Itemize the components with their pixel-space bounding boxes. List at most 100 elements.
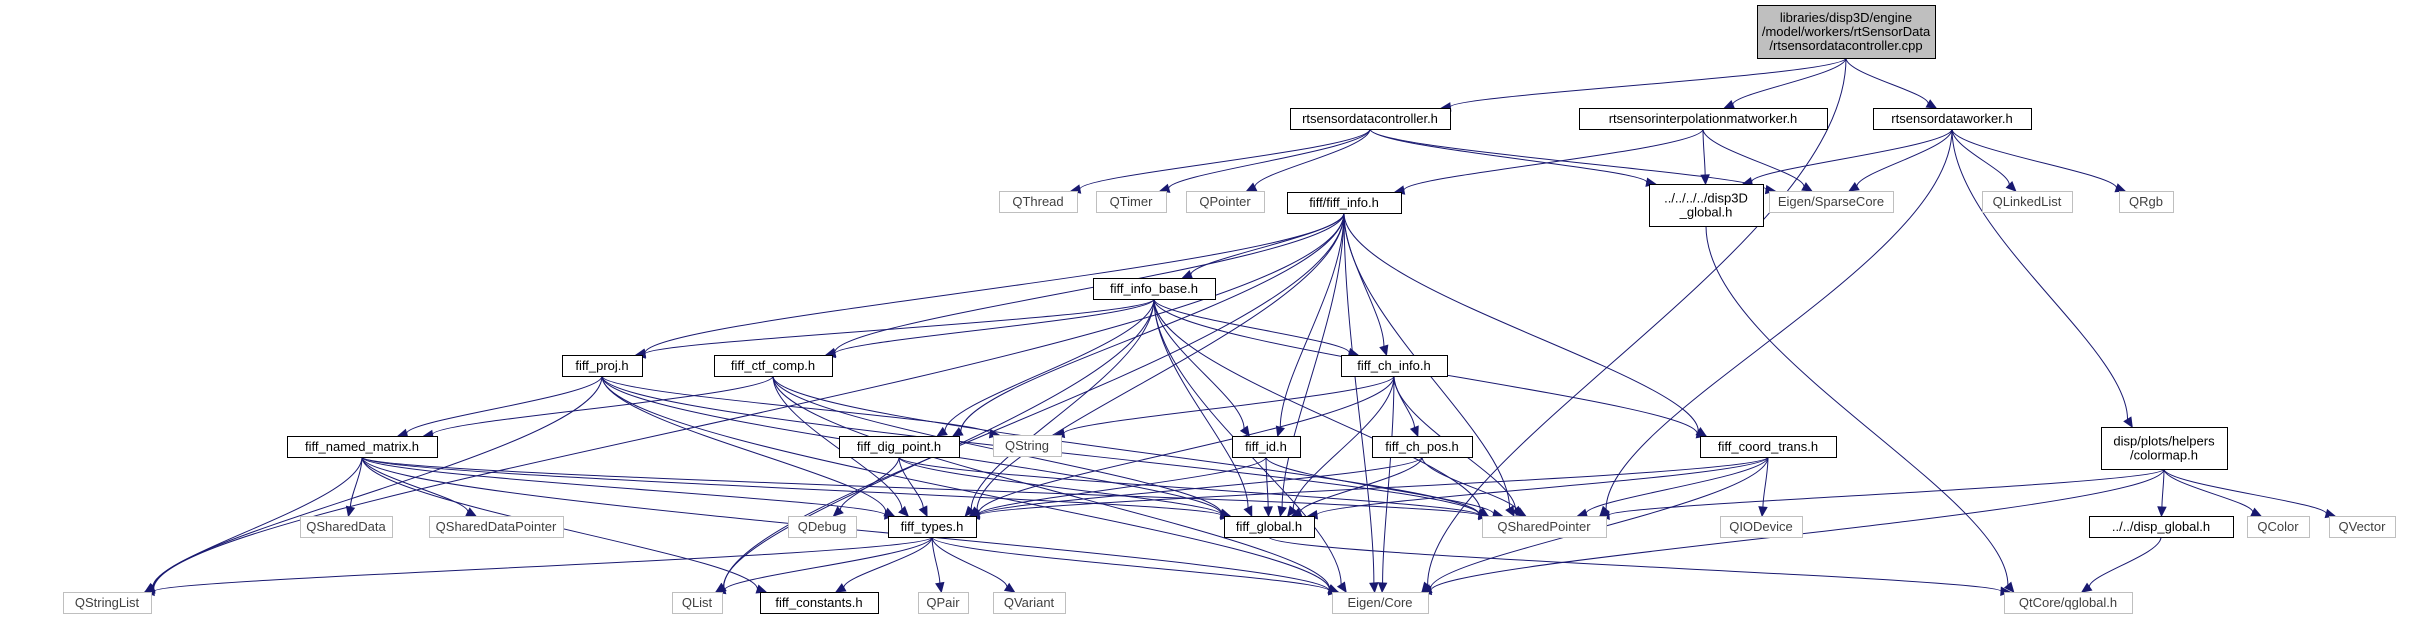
edge-line — [839, 456, 900, 511]
edge-line — [978, 456, 1769, 516]
node-label: QRgb — [2129, 194, 2163, 209]
node-label: QString — [1005, 438, 1049, 453]
edge-line — [1751, 128, 1953, 183]
node-label: fiff_coord_trans.h — [1718, 439, 1818, 454]
edge-line — [1153, 298, 1245, 429]
edge-line — [1268, 536, 2002, 592]
edge-arrowhead — [951, 427, 964, 437]
edge-line — [898, 456, 1222, 515]
node-label: /colormap.h — [2130, 448, 2198, 463]
edge-line — [978, 456, 1423, 516]
node-colormap[interactable]: disp/plots/helpers/colormap.h — [2101, 427, 2228, 470]
node-interp-h[interactable]: rtsensorinterpolationmatworker.h — [1579, 108, 1828, 130]
edge-ctrl-h-to-qthread — [1069, 128, 1371, 194]
node-ch-pos[interactable]: fiff_ch_pos.h — [1372, 436, 1473, 458]
edge-line — [960, 212, 1345, 432]
edge-arrowhead — [465, 507, 477, 517]
edge-arrowhead — [1275, 425, 1285, 438]
node-fiff-global[interactable]: fiff_global.h — [1224, 516, 1315, 538]
node-box — [993, 592, 1066, 614]
edge-line — [931, 536, 1330, 592]
node-box — [2004, 592, 2133, 614]
node-label: QPointer — [1199, 194, 1251, 209]
node-ch-info[interactable]: fiff_ch_info.h — [1341, 355, 1448, 377]
edge-line — [2088, 536, 2162, 588]
node-named-matrix[interactable]: fiff_named_matrix.h — [287, 436, 438, 458]
node-label: /model/workers/rtSensorData — [1762, 24, 1931, 39]
node-qshareddata: QSharedData — [300, 516, 393, 538]
node-label: _global.h — [1679, 205, 1733, 220]
node-label: QIODevice — [1729, 519, 1793, 534]
node-box — [993, 435, 1062, 457]
node-fiff-info[interactable]: fiff/fiff_info.h — [1287, 192, 1402, 214]
edge-ctrl-h-to-sparse — [1369, 128, 1777, 195]
edge-line — [1254, 128, 1371, 188]
node-box — [1290, 108, 1451, 130]
edge-line — [1705, 225, 2009, 586]
edge-arrowhead — [832, 506, 844, 517]
edge-fiff-info-to-coord-trans — [1343, 212, 1708, 437]
node-root[interactable]: libraries/disp3D/engine/model/workers/rt… — [1757, 5, 1936, 59]
edge-dig-point-to-fiff-types — [898, 456, 928, 518]
node-label: /rtsensordatacontroller.cpp — [1769, 38, 1922, 53]
edge-info-base-to-dig-point — [936, 298, 1155, 437]
edge-interp-h-to-sparse — [1702, 128, 1813, 192]
edge-fiff-types-to-qlist — [714, 536, 933, 595]
node-label: QVector — [2339, 519, 2387, 534]
node-worker-h[interactable]: rtsensordataworker.h — [1873, 108, 2032, 130]
nodes-layer: libraries/disp3D/engine/model/workers/rt… — [63, 5, 2396, 614]
edge-line — [1427, 57, 1847, 585]
node-label: fiff/fiff_info.h — [1309, 195, 1379, 210]
edge-line — [898, 456, 924, 508]
edge-line — [1279, 212, 1345, 428]
edge-arrowhead — [2250, 507, 2263, 517]
edge-arrowhead — [918, 505, 928, 518]
node-label: QList — [682, 595, 713, 610]
node-info-base[interactable]: fiff_info_base.h — [1093, 278, 1216, 300]
node-fiff-id[interactable]: fiff_id.h — [1232, 436, 1301, 458]
edge-fiff-info-to-dig-point — [951, 212, 1345, 437]
node-disp-global[interactable]: ../../disp_global.h — [2089, 516, 2234, 538]
edge-colormap-to-disp-global — [2157, 468, 2167, 518]
edge-arrowhead — [1239, 425, 1250, 438]
node-label: rtsensorinterpolationmatworker.h — [1609, 111, 1798, 126]
edge-line — [1421, 456, 1519, 512]
edge-arrowhead — [935, 581, 945, 594]
node-ctrl-h[interactable]: rtsensordatacontroller.h — [1290, 108, 1451, 130]
node-label: disp/plots/helpers — [2113, 434, 2215, 449]
edge-coord-trans-to-qiodevice — [1758, 456, 1769, 518]
edge-line — [1732, 57, 1847, 105]
node-qiodevice: QIODevice — [1720, 516, 1803, 538]
edge-fiff-info-to-fiff-global — [1277, 212, 1345, 518]
node-box — [2101, 427, 2228, 470]
edge-arrowhead — [1277, 505, 1287, 518]
edge-arrowhead — [1181, 270, 1194, 279]
node-disp3d-global[interactable]: ../../../../disp3D_global.h — [1649, 184, 1764, 227]
edge-root-to-interp-h — [1723, 57, 1847, 109]
edge-arrowhead — [755, 584, 768, 594]
node-fiff-constants[interactable]: fiff_constants.h — [760, 592, 879, 614]
node-box — [1982, 191, 2073, 213]
edge-line — [601, 375, 887, 513]
node-label: fiff_named_matrix.h — [305, 439, 419, 454]
edge-coord-trans-to-fiff-types — [968, 456, 1769, 521]
node-box — [1093, 278, 1216, 300]
edge-arrowhead — [2123, 416, 2133, 429]
node-label: Eigen/Core — [1347, 595, 1412, 610]
node-proj[interactable]: fiff_proj.h — [562, 355, 643, 377]
node-box — [788, 516, 857, 538]
node-label: QSharedPointer — [1497, 519, 1591, 534]
node-box — [714, 355, 833, 377]
node-box — [429, 516, 564, 538]
node-coord-trans[interactable]: fiff_coord_trans.h — [1700, 436, 1837, 458]
edge-arrowhead — [1377, 582, 1388, 594]
node-label: ../../../../disp3D — [1664, 191, 1748, 206]
node-label: fiff_ch_info.h — [1357, 358, 1430, 373]
node-ctf-comp[interactable]: fiff_ctf_comp.h — [714, 355, 833, 377]
node-fiff-types[interactable]: fiff_types.h — [888, 516, 977, 538]
node-box — [1332, 592, 1429, 614]
edge-line — [1369, 128, 1648, 183]
edge-line — [724, 536, 933, 591]
node-dig-point[interactable]: fiff_dig_point.h — [839, 436, 960, 458]
